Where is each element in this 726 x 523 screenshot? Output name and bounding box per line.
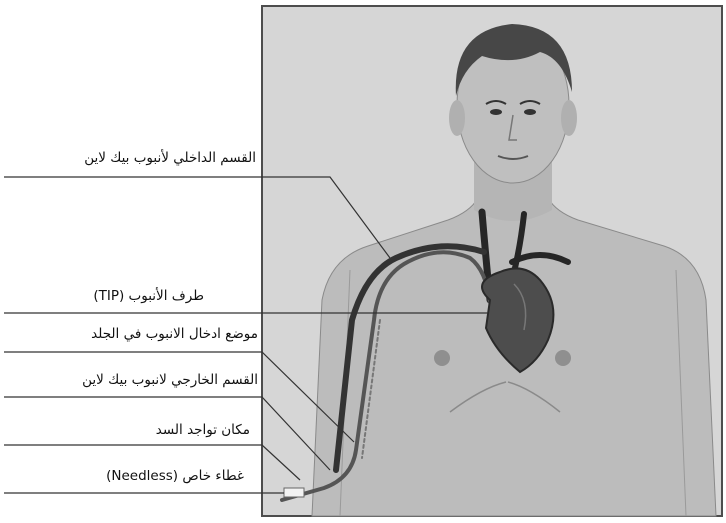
- label-clamp: مكان تواجد السد: [8, 422, 250, 438]
- label-outer-tube: القسم الخارجي لانبوب بيك لاين: [8, 372, 258, 388]
- needleless-cap-shape: [284, 488, 304, 497]
- label-inner-tube: القسم الداخلي لأنبوب بيك لاين: [8, 150, 256, 166]
- label-needleless-cap: غطاء خاص (Needless): [8, 468, 244, 484]
- label-insertion-site: موضع ادخال الانبوب في الجلد: [0, 326, 258, 342]
- label-tip: طرف الأنبوب (TIP): [8, 288, 204, 304]
